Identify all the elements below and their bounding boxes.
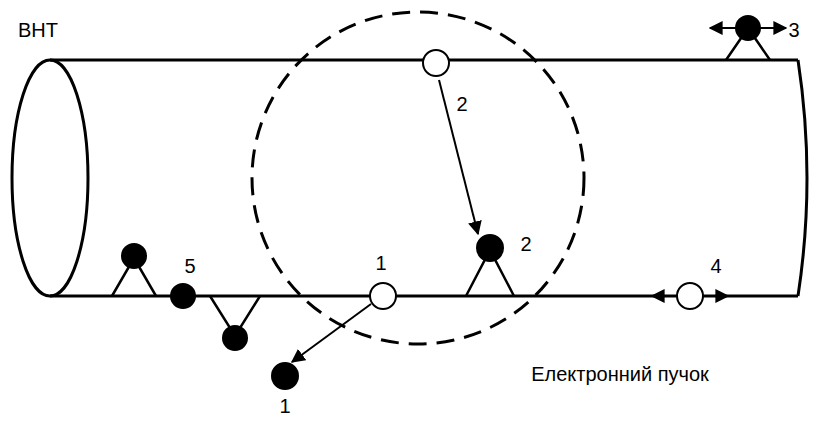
callout-number: 1 [279, 396, 290, 416]
callout-number: 2 [520, 234, 531, 254]
sputter-arrow [292, 304, 371, 362]
callout-number: 2 [456, 94, 467, 114]
tube-end-ellipse [12, 60, 88, 296]
tube-label: ВНТ [18, 20, 58, 40]
adatom [736, 16, 760, 40]
vacancy-atom [423, 50, 449, 76]
vacancy-atom [677, 283, 703, 309]
tube-right-end [798, 60, 807, 296]
adatom [477, 235, 503, 261]
vacancy-atom [370, 283, 396, 309]
dimer-atom [223, 326, 247, 350]
sputtered-atom [272, 363, 298, 389]
dimer-atom [122, 244, 146, 268]
dimer-atom [171, 284, 195, 308]
callout-number: 3 [788, 20, 799, 40]
displacement-arrow [439, 80, 478, 234]
callout-number: 1 [375, 253, 386, 273]
callout-number: 4 [710, 256, 721, 276]
callout-number: 5 [184, 256, 195, 276]
electron-beam-circle [252, 12, 584, 344]
beam-label: Електронний пучок [531, 364, 709, 384]
